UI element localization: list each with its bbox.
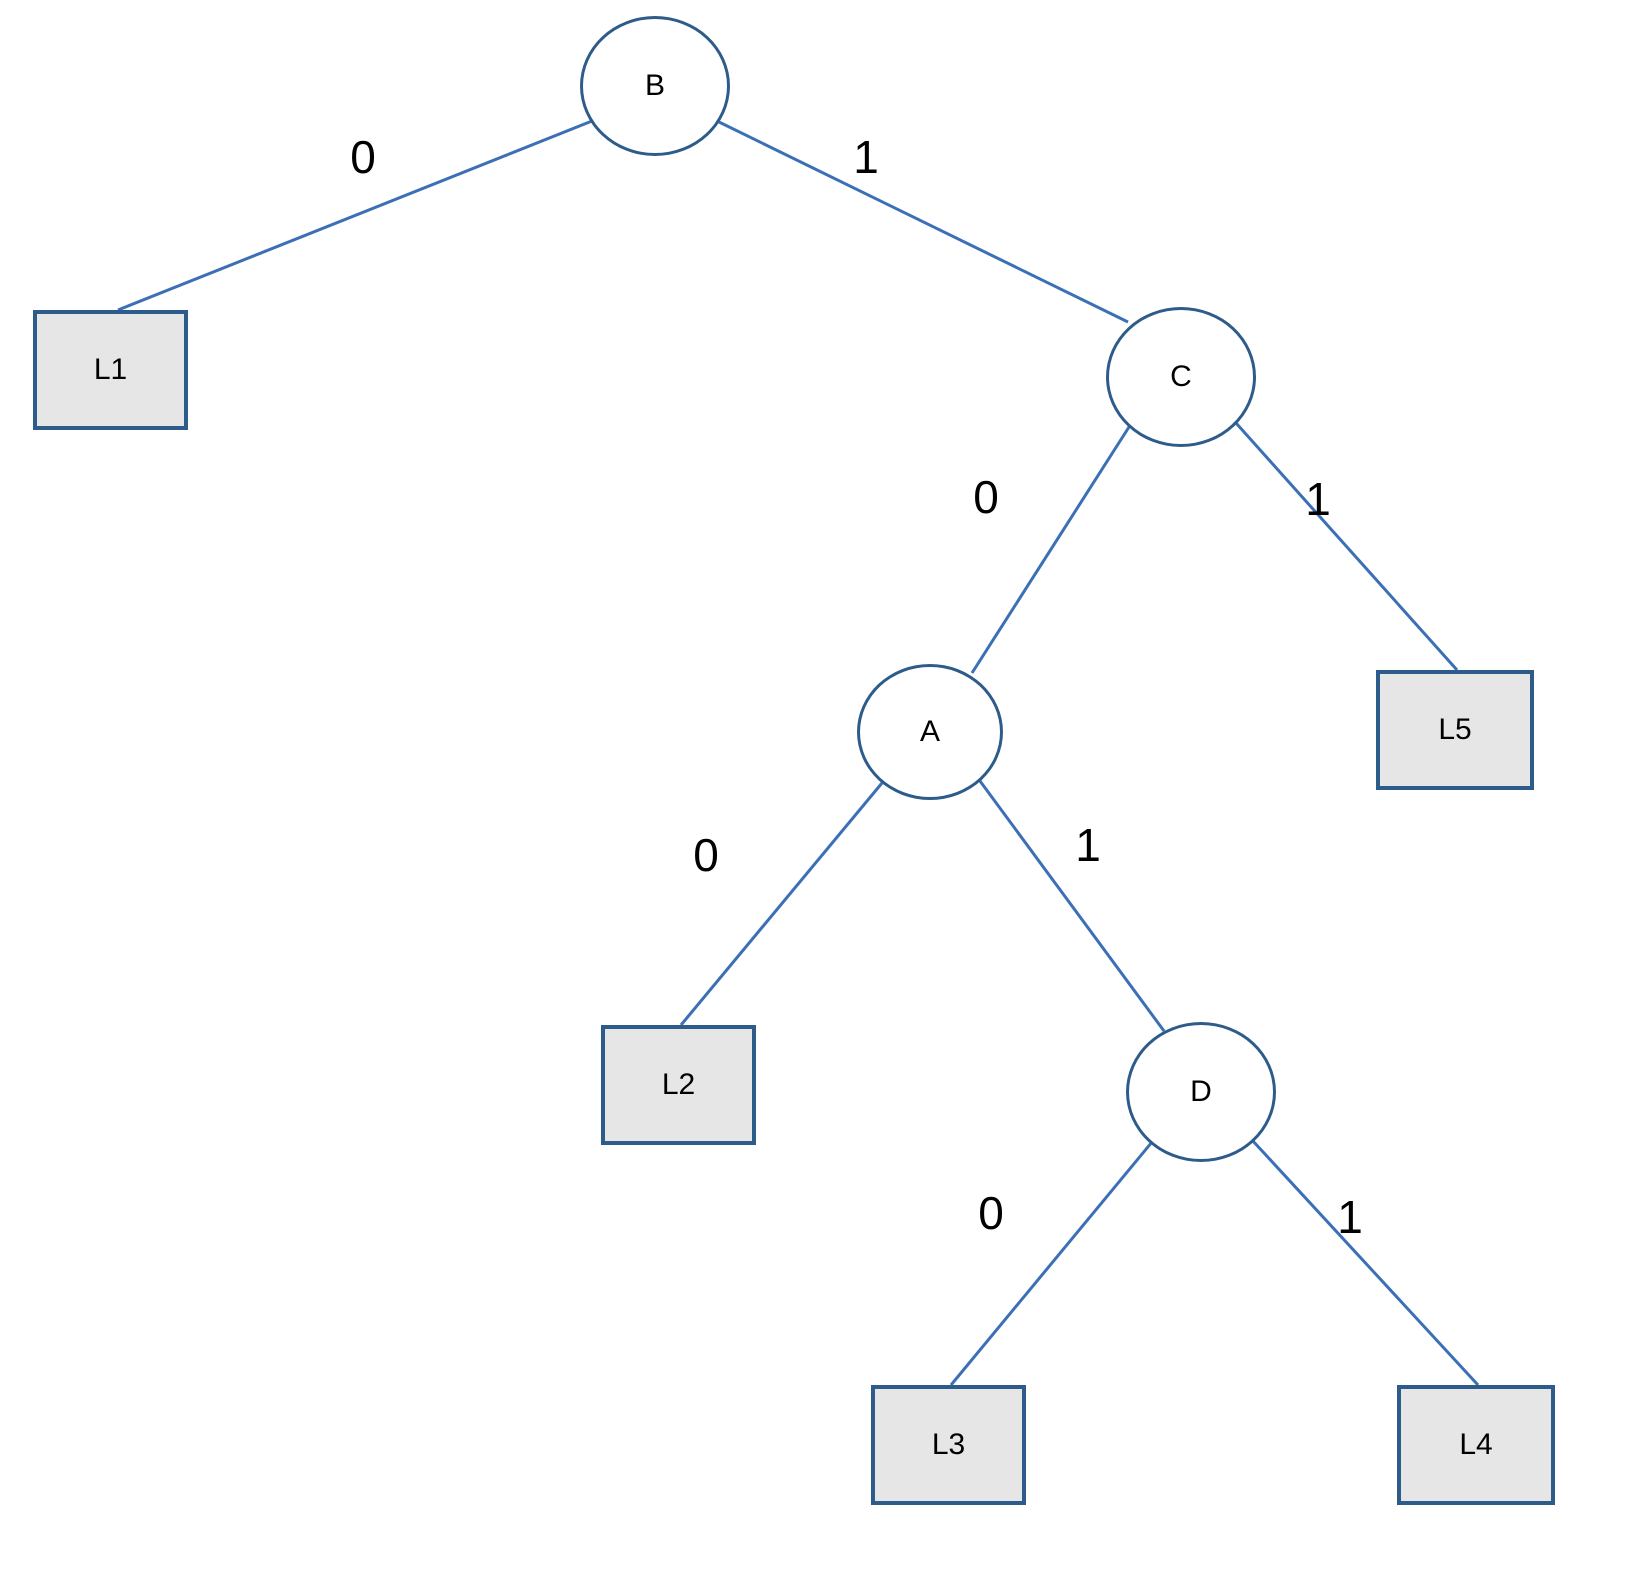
edge-label-a-d: 1 <box>1075 819 1101 871</box>
node-label: C <box>1170 360 1192 393</box>
tree-leaf-l1[interactable]: L1 <box>33 310 188 430</box>
tree-node-a[interactable]: A <box>857 664 1003 800</box>
edge-label-c-a: 0 <box>973 471 999 523</box>
node-label: L4 <box>1459 1428 1493 1461</box>
node-label: L3 <box>931 1428 966 1461</box>
tree-edge <box>978 780 1166 1032</box>
tree-leaf-l3[interactable]: L3 <box>871 1385 1026 1505</box>
edge-label-d-l3: 0 <box>978 1187 1004 1239</box>
node-label: L5 <box>1438 713 1472 746</box>
tree-node-c[interactable]: C <box>1106 307 1256 447</box>
edge-label-d-l4: 1 <box>1337 1191 1363 1243</box>
tree-edge <box>949 1141 1154 1386</box>
node-label: L1 <box>93 353 128 386</box>
tree-node-d[interactable]: D <box>1126 1022 1276 1162</box>
tree-leaf-l5[interactable]: L5 <box>1376 670 1534 790</box>
tree-node-b[interactable]: B <box>580 16 730 156</box>
tree-leaf-l2[interactable]: L2 <box>601 1025 756 1145</box>
tree-edge <box>970 426 1131 674</box>
edge-label-b-l1: 0 <box>350 131 376 183</box>
edge-label-c-l5: 1 <box>1305 473 1331 525</box>
node-label: A <box>919 715 940 748</box>
node-label: L2 <box>661 1068 696 1101</box>
tree-leaf-l4[interactable]: L4 <box>1397 1385 1555 1505</box>
tree-edge <box>117 119 593 312</box>
tree-edge <box>1234 421 1459 672</box>
tree-edge <box>718 120 1129 324</box>
node-label: B <box>644 69 665 102</box>
tree-edge <box>1250 1138 1480 1387</box>
tree-edge <box>679 782 884 1026</box>
edge-label-a-l2: 0 <box>693 829 719 881</box>
node-label: D <box>1190 1075 1212 1108</box>
edge-label-b-c: 1 <box>853 131 879 183</box>
